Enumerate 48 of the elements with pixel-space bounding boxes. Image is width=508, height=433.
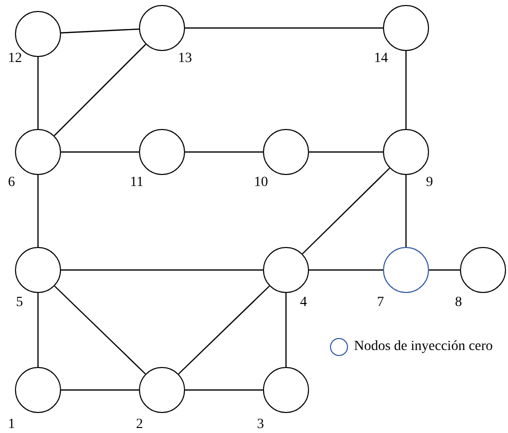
node-number: 6 [8, 176, 15, 190]
connector-line [37, 175, 39, 247]
connector-line [37, 293, 39, 367]
node-number: 10 [254, 176, 268, 190]
connector-line [405, 175, 407, 247]
bus-node-circle [460, 247, 506, 293]
bus-node-circle [15, 129, 61, 175]
node-number: 4 [300, 296, 307, 310]
connector-line [185, 389, 263, 391]
node-number: 13 [178, 52, 192, 66]
connector-line [61, 151, 139, 153]
connector-line [61, 269, 263, 271]
connector-line [185, 27, 383, 29]
connector-line [302, 168, 390, 254]
node-number: 14 [374, 52, 388, 66]
node-number: 8 [455, 296, 462, 310]
node-number: 9 [426, 176, 433, 190]
node-number: 2 [136, 418, 143, 432]
node-number: 11 [130, 176, 144, 190]
node-number: 1 [8, 418, 15, 432]
bus-node-circle [139, 5, 185, 51]
bus-node-circle [263, 247, 309, 293]
connector-line [405, 51, 407, 129]
connector-line [309, 269, 383, 271]
connector-line [309, 151, 383, 153]
bus-node-circle [263, 129, 309, 175]
connector-line [54, 286, 146, 374]
bus-node-circle [383, 247, 429, 293]
connector-line [285, 293, 287, 367]
node-number: 5 [16, 296, 23, 310]
bus-node-circle [139, 129, 185, 175]
connector-line [185, 151, 263, 153]
node-number: 3 [257, 418, 264, 432]
node-number: 7 [377, 296, 384, 310]
bus-node-circle [383, 5, 429, 51]
connector-line [60, 28, 140, 34]
node-number: 12 [8, 52, 22, 66]
connector-line [37, 57, 39, 129]
bus-node-circle [383, 129, 429, 175]
connector-line [54, 44, 146, 136]
bus-node-circle [15, 367, 61, 413]
connector-line [429, 269, 460, 271]
connector-line [178, 286, 270, 374]
legend-label: Nodos de inyección cero [354, 339, 493, 355]
connector-line [61, 389, 139, 391]
bus-node-circle [139, 367, 185, 413]
bus-node-circle [263, 367, 309, 413]
bus-node-circle [15, 247, 61, 293]
